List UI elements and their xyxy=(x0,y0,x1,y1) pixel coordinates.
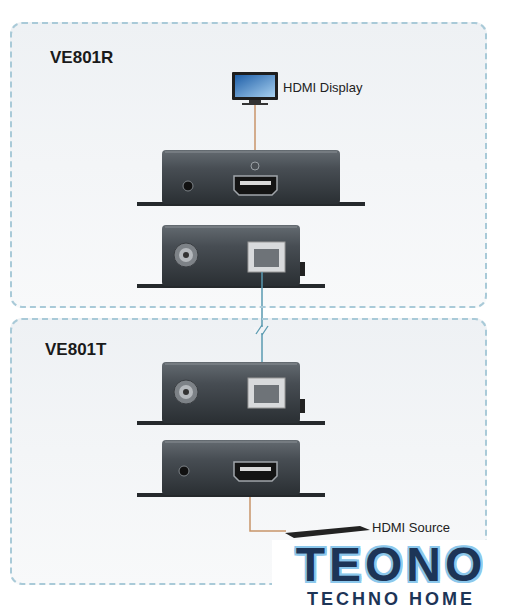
monitor-stand xyxy=(249,100,261,103)
device-body xyxy=(162,150,340,204)
region-title: VE801R xyxy=(50,48,113,68)
break-mark xyxy=(262,326,268,335)
rj45-port xyxy=(248,242,285,272)
receiver-front xyxy=(137,150,365,206)
body-highlight xyxy=(165,152,337,153)
power-jack xyxy=(183,181,193,191)
device-label: HDMI Display xyxy=(283,80,362,96)
cable-segment xyxy=(261,272,263,308)
receiver-back xyxy=(137,225,325,288)
bnc-pin xyxy=(183,389,189,395)
device-label: HDMI Source xyxy=(372,520,450,536)
rj45-socket xyxy=(254,385,279,403)
monitor-frame xyxy=(232,72,278,100)
hdmi-cable xyxy=(250,494,286,531)
watermark-logo: TEONO xyxy=(272,540,510,589)
body-highlight xyxy=(165,442,297,443)
status-led xyxy=(251,162,259,170)
rj45-port xyxy=(248,378,285,408)
region-ground xyxy=(10,22,487,585)
hdmi-port xyxy=(234,462,277,481)
watermark-text: TECHNO HOME xyxy=(272,589,510,609)
monitor-base xyxy=(242,103,268,105)
bnc-connector xyxy=(174,243,198,267)
region-fill xyxy=(10,22,487,308)
transmitter-back xyxy=(137,362,325,425)
side-switch xyxy=(300,262,305,276)
cable-segment xyxy=(261,318,263,362)
bnc-connector xyxy=(174,380,198,404)
source-device xyxy=(285,526,370,538)
cat-cable xyxy=(254,272,270,362)
hdmi-port xyxy=(234,176,277,195)
bnc-ring xyxy=(179,385,193,399)
device-body xyxy=(162,440,300,495)
transmitter-front xyxy=(137,440,325,497)
side-switch xyxy=(300,399,305,413)
power-jack xyxy=(179,466,189,476)
device-body xyxy=(162,362,300,423)
hdmi-pins xyxy=(240,181,271,185)
break-gap xyxy=(254,327,270,333)
receiver-region: VE801R xyxy=(10,22,487,308)
break-mark xyxy=(256,325,262,334)
bnc-ring xyxy=(179,248,193,262)
cable-connector xyxy=(261,308,263,318)
region-title: VE801T xyxy=(45,340,106,360)
body-highlight xyxy=(165,227,297,228)
hdmi-pins xyxy=(240,467,271,471)
device-body xyxy=(162,225,300,286)
monitor-screen xyxy=(235,75,275,97)
body-highlight xyxy=(165,364,297,365)
rj45-socket xyxy=(254,249,279,267)
source-cable xyxy=(250,494,370,538)
bnc-pin xyxy=(183,252,189,258)
